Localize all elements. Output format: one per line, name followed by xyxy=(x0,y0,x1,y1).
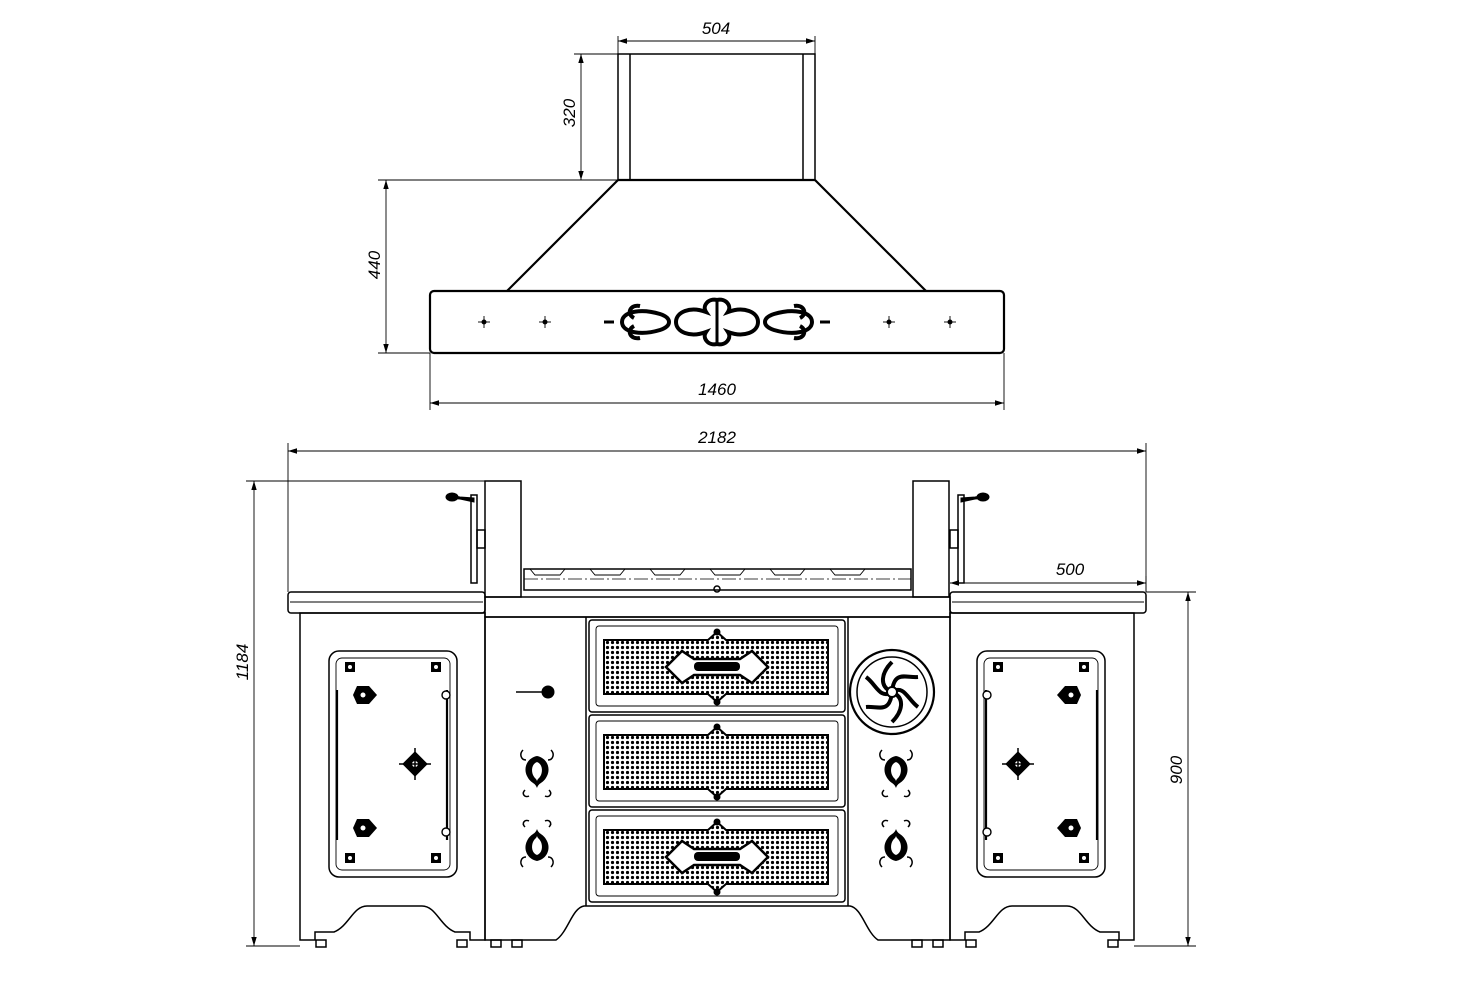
hood-ornament xyxy=(604,297,830,347)
right-pillar xyxy=(848,648,936,868)
right-crank-handle[interactable] xyxy=(949,492,990,584)
left-cabinet-knob xyxy=(399,748,431,780)
right-cabinet-knob xyxy=(1002,748,1034,780)
dim-label-320: 320 xyxy=(560,98,579,127)
dimension-counter-height: 900 xyxy=(1134,591,1196,947)
left-pillar xyxy=(516,685,555,868)
dim-label-504: 504 xyxy=(702,19,730,38)
right-upright xyxy=(912,480,950,598)
chimney xyxy=(617,53,816,181)
dim-label-900: 900 xyxy=(1167,755,1186,784)
dimension-chimney-height: 320 xyxy=(560,53,618,181)
dimension-chimney-width: 504 xyxy=(617,19,816,54)
central-body xyxy=(484,596,951,948)
dimension-total-width: 2182 xyxy=(287,428,1147,592)
drawer-top[interactable] xyxy=(588,619,846,713)
grill-grate xyxy=(523,568,912,593)
drawer-middle[interactable] xyxy=(588,714,846,808)
air-vent-icon xyxy=(848,648,936,736)
left-crank-handle[interactable] xyxy=(445,492,486,584)
drawer-bottom[interactable] xyxy=(588,809,846,903)
dim-label-1460: 1460 xyxy=(698,380,736,399)
dim-label-2182: 2182 xyxy=(697,428,736,447)
dim-label-500: 500 xyxy=(1056,560,1085,579)
hood xyxy=(428,178,1006,355)
dimension-side-depth: 500 xyxy=(950,560,1147,592)
dimension-total-height: 1184 xyxy=(233,480,485,947)
door-latch-icon xyxy=(516,685,555,699)
left-upright xyxy=(484,480,522,598)
hood-rivets xyxy=(478,316,956,328)
drawer-bottom-handle[interactable] xyxy=(664,839,770,875)
right-cabinet xyxy=(949,612,1135,948)
dim-label-1184: 1184 xyxy=(233,644,252,681)
right-countertop xyxy=(949,591,1147,614)
drawer-top-handle[interactable] xyxy=(664,649,770,685)
dimension-hood-width: 1460 xyxy=(429,353,1005,410)
left-cabinet xyxy=(299,612,486,948)
left-countertop xyxy=(287,591,486,614)
dimension-hood-height: 440 xyxy=(365,179,618,354)
dim-label-440: 440 xyxy=(365,250,384,279)
